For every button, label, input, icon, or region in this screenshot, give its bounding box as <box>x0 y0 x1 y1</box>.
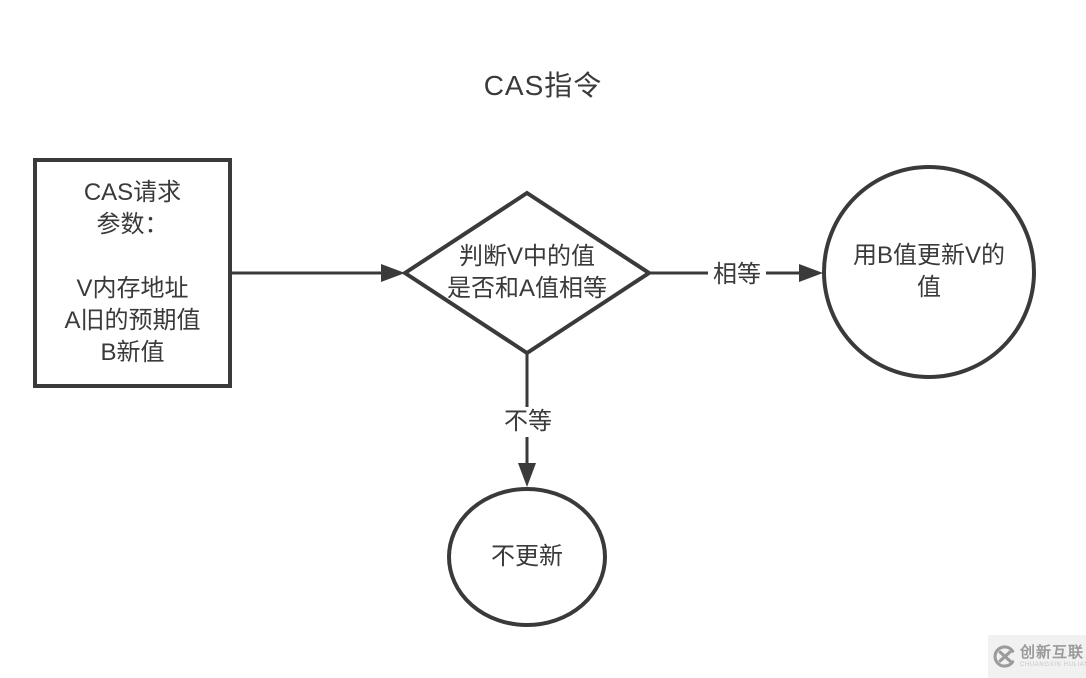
no-update-node-label: 不更新 <box>491 543 563 570</box>
equal-edge-label: 相等 <box>708 260 766 290</box>
arrow-decision-to-no-update-head-icon <box>518 463 536 487</box>
arrow-decision-to-update-head-icon <box>799 264 823 282</box>
decision-node-label: 判断V中的值 是否和A值相等 <box>446 243 607 302</box>
watermark-subtext: CHUANGXIN HULIAN <box>1020 662 1086 668</box>
update-node-shape <box>822 165 1036 379</box>
not-equal-edge-label: 不等 <box>499 407 557 437</box>
no-update-node-shape <box>447 487 607 627</box>
request-node-shape <box>33 158 232 388</box>
request-node-label: CAS请求 参数： V内存地址 A旧的预期值 B新值 <box>64 179 201 366</box>
arrow-request-to-decision-head-icon <box>381 264 405 282</box>
watermark: 创新互联 CHUANGXIN HULIAN <box>988 635 1086 678</box>
diagram-title: CAS指令 <box>483 70 603 101</box>
watermark-logo-icon <box>993 645 1015 668</box>
update-node-label: 用B值更新V的 值 <box>852 242 1005 301</box>
watermark-brand: 创新互联 <box>1020 644 1085 661</box>
